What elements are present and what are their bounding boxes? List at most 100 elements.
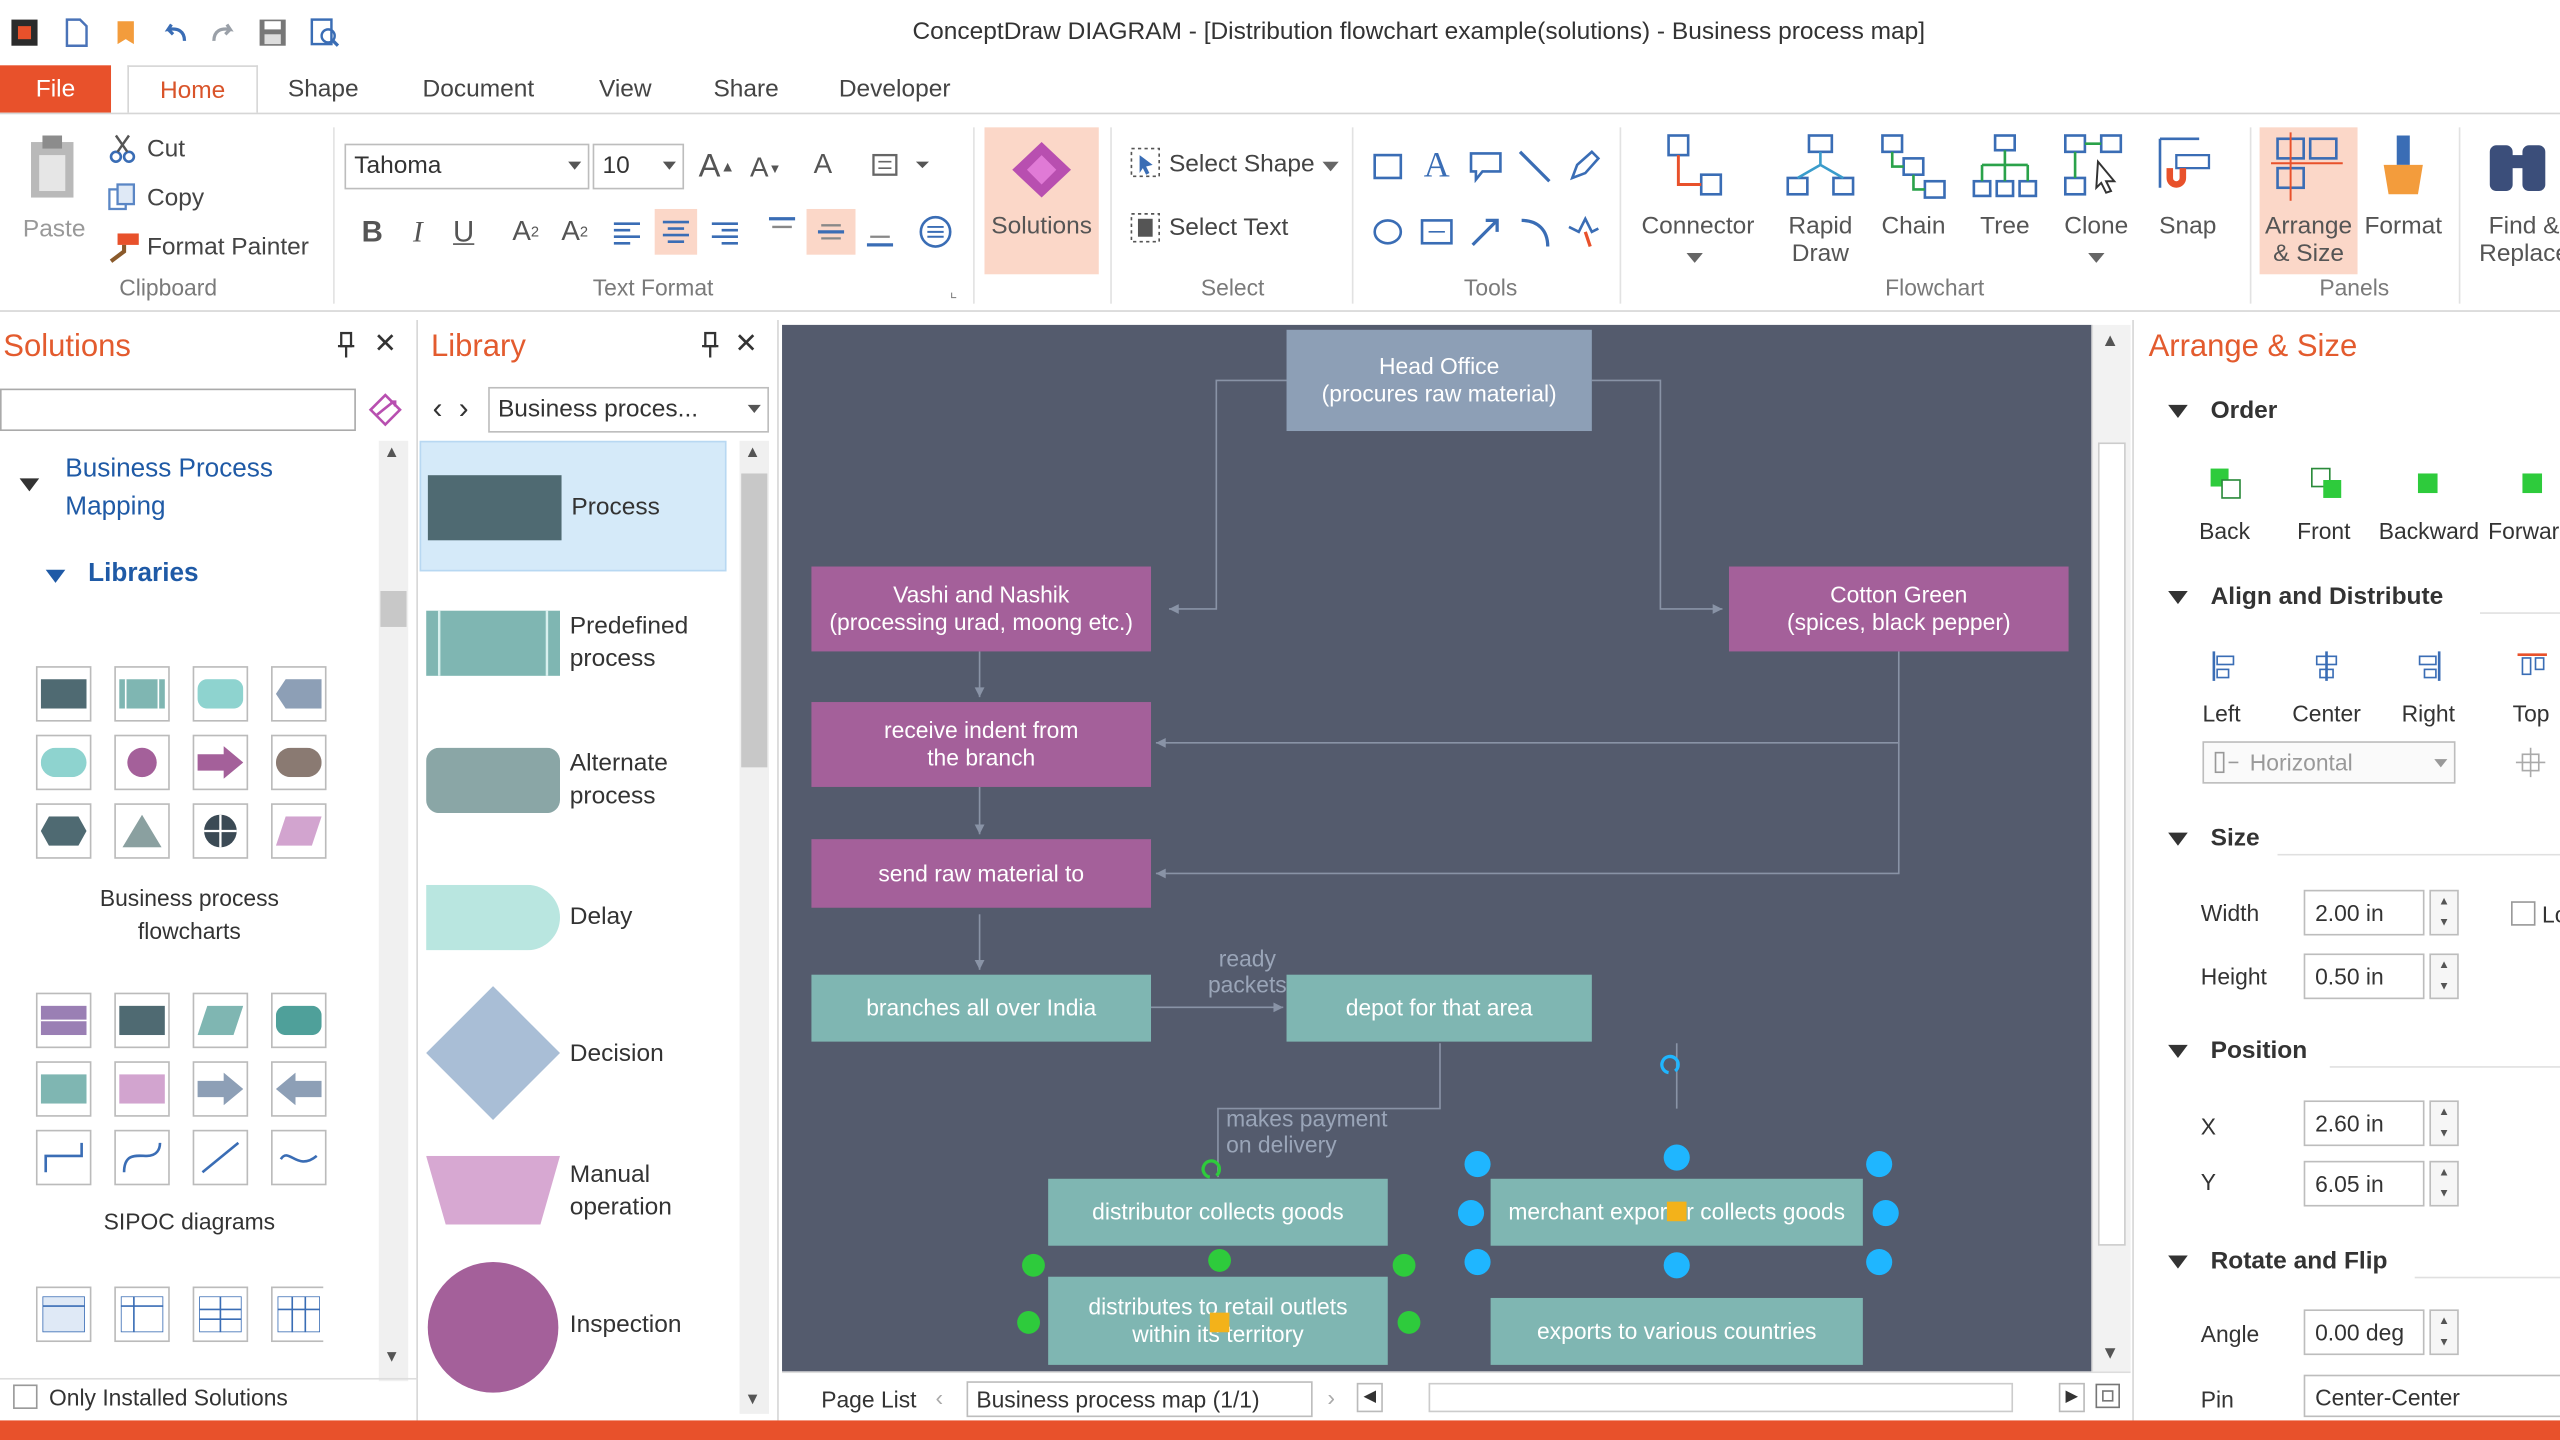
node-branches[interactable]: branches all over India — [811, 974, 1152, 1042]
text-background-icon[interactable] — [869, 147, 931, 183]
align-bottom-icon[interactable] — [859, 209, 901, 255]
chain-button[interactable]: Chain — [1881, 212, 1946, 240]
select-shape-button[interactable]: Select Shape — [1168, 150, 1315, 178]
callout-tool-icon[interactable] — [1466, 147, 1505, 186]
align-center-button[interactable]: Center — [2292, 700, 2361, 727]
align-top-shapes-icon[interactable] — [2513, 647, 2552, 686]
library-thumbnail-business-process-flowcharts[interactable] — [35, 666, 327, 878]
align-right-shapes-icon[interactable] — [2408, 647, 2447, 686]
height-input[interactable]: 0.50 in — [2303, 953, 2425, 1000]
pin-select[interactable]: Center-Center — [2303, 1374, 2560, 1418]
node-distributor-collects[interactable]: distributor collects goods — [1048, 1178, 1388, 1246]
align-top-icon[interactable] — [761, 209, 803, 255]
connector-button[interactable]: Connector — [1641, 212, 1755, 240]
diagram-canvas[interactable]: Head Office(procures raw material) Vashi… — [782, 324, 2092, 1372]
library-item-inspection[interactable]: Inspection — [420, 1257, 730, 1404]
front-button[interactable]: Front — [2297, 517, 2351, 544]
page-select[interactable]: Business process map (1/1) — [966, 1381, 1313, 1418]
expand-triangle-icon[interactable] — [19, 478, 40, 492]
node-head-office[interactable]: Head Office(procures raw material) — [1286, 329, 1592, 432]
width-input[interactable]: 2.00 in — [2303, 889, 2425, 936]
format-button[interactable]: Format — [2364, 212, 2443, 240]
paste-button[interactable]: Paste — [22, 215, 86, 244]
canvas-vertical-scrollbar[interactable]: ▲ ▼ — [2091, 324, 2131, 1372]
align-left-icon[interactable] — [607, 212, 646, 254]
selection-handle[interactable] — [1392, 1253, 1416, 1277]
scroll-up-icon[interactable]: ▲ — [383, 444, 400, 463]
format-painter-button[interactable]: Format Painter — [146, 233, 309, 262]
selection-handle[interactable] — [1866, 1248, 1893, 1276]
library-prev-icon[interactable]: ‹ — [432, 391, 443, 424]
text-handle-icon[interactable] — [1209, 1312, 1230, 1333]
selection-handle[interactable] — [1017, 1311, 1040, 1334]
grow-font-icon[interactable]: A▲ — [698, 147, 735, 184]
library-thumbnail-more[interactable] — [35, 1286, 324, 1365]
copy-button[interactable]: Copy — [146, 184, 205, 213]
library-item-decision[interactable]: Decision — [420, 980, 730, 1127]
textbox-tool-icon[interactable] — [1417, 212, 1456, 251]
selection-handle[interactable] — [1208, 1248, 1232, 1272]
arrange-size-button[interactable] — [2259, 127, 2358, 275]
tab-view[interactable]: View — [598, 75, 652, 103]
zoom-fit-icon[interactable] — [2095, 1383, 2121, 1412]
angle-input[interactable]: 0.00 deg — [2303, 1309, 2425, 1356]
tab-developer[interactable]: Developer — [838, 75, 951, 103]
width-stepper[interactable]: ▲▼ — [2429, 889, 2459, 936]
back-button[interactable]: Back — [2199, 517, 2250, 544]
arc-tool-icon[interactable] — [1515, 212, 1554, 251]
clone-button[interactable]: Clone — [2064, 212, 2129, 240]
solutions-search-input[interactable] — [0, 388, 356, 432]
text-tool-icon[interactable]: A — [1423, 143, 1450, 185]
y-stepper[interactable]: ▲▼ — [2429, 1160, 2459, 1207]
only-installed-checkbox[interactable] — [13, 1384, 38, 1409]
library-scroll-thumb[interactable] — [741, 473, 768, 768]
lock-aspect-checkbox[interactable] — [2511, 901, 2536, 926]
align-left-shapes-icon[interactable] — [2206, 647, 2245, 686]
canvas-scroll-thumb[interactable] — [2097, 442, 2126, 1246]
library-item-process[interactable]: Process — [419, 440, 727, 572]
tab-document[interactable]: Document — [422, 75, 535, 103]
arrow-tool-icon[interactable] — [1466, 212, 1505, 251]
solutions-filter-icon[interactable] — [366, 389, 405, 431]
italic-icon[interactable]: I — [413, 214, 423, 248]
pin-icon[interactable] — [697, 330, 723, 359]
send-to-back-icon[interactable] — [2206, 464, 2245, 503]
redo-icon[interactable] — [206, 15, 242, 51]
text-format-dialog-icon[interactable]: ⌞ — [949, 283, 958, 302]
new-document-icon[interactable] — [59, 15, 95, 51]
x-input[interactable]: 2.60 in — [2303, 1100, 2425, 1147]
tab-file[interactable]: File — [0, 65, 112, 115]
undo-icon[interactable] — [157, 15, 193, 51]
clone-dropdown-icon[interactable] — [2087, 251, 2107, 264]
node-depot[interactable]: depot for that area — [1286, 974, 1592, 1042]
align-middle-icon[interactable] — [806, 208, 856, 255]
selection-handle[interactable] — [1464, 1248, 1491, 1276]
scroll-up-icon[interactable]: ▲ — [2101, 331, 2120, 352]
bold-icon[interactable]: B — [361, 214, 383, 248]
selection-handle[interactable] — [1464, 1151, 1491, 1178]
text-handle-icon[interactable] — [1666, 1201, 1687, 1222]
align-right-icon[interactable] — [705, 212, 744, 254]
selection-handle[interactable] — [1866, 1151, 1893, 1178]
page-next-icon[interactable]: › — [1327, 1384, 1335, 1411]
snap-button[interactable]: Snap — [2159, 212, 2217, 240]
selection-handle[interactable] — [1872, 1199, 1899, 1227]
selection-handle[interactable] — [1022, 1253, 1045, 1277]
collapse-size-icon[interactable] — [2168, 832, 2188, 846]
pin-icon[interactable] — [333, 330, 359, 359]
align-top-button[interactable]: Top — [2512, 700, 2550, 727]
tab-share[interactable]: Share — [713, 75, 779, 103]
tab-shape[interactable]: Shape — [287, 75, 359, 103]
scroll-up-icon[interactable]: ▲ — [744, 444, 761, 463]
font-family-select[interactable]: Tahoma — [344, 143, 590, 190]
rectangle-tool-icon[interactable] — [1368, 147, 1407, 186]
tree-item-libraries[interactable]: Libraries — [88, 559, 199, 588]
collapse-rotate-icon[interactable] — [2168, 1255, 2188, 1269]
canvas-horizontal-scrollbar[interactable] — [1428, 1382, 2014, 1413]
